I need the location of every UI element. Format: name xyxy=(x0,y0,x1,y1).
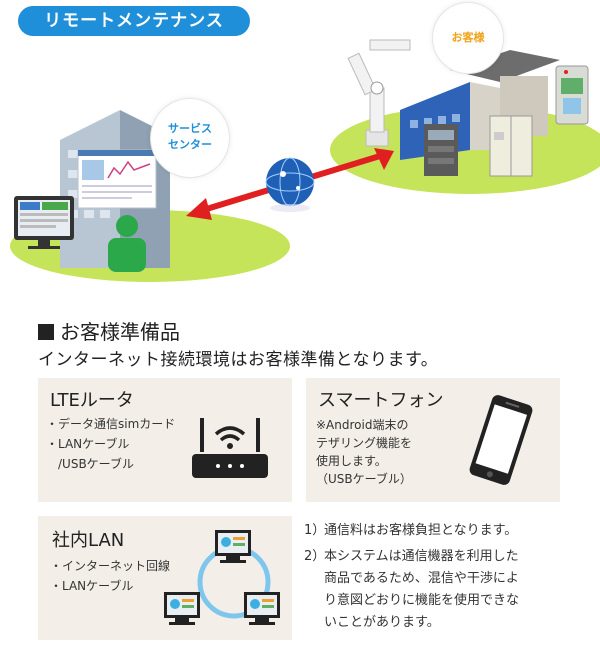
electrical-panel-icon xyxy=(489,115,533,177)
pc-icon xyxy=(215,530,251,563)
note-item: 2） 本システムは通信機器を利用した 商品であるため、混信や干渉によ り意図どお… xyxy=(304,546,596,634)
remote-maintenance-illustration: サービス センター お客様 xyxy=(0,0,600,300)
list-item: ※Android端末の xyxy=(316,418,409,432)
note-line: 本システムは通信機器を利用した xyxy=(324,549,519,564)
lan-title: 社内LAN xyxy=(52,530,125,551)
note-line: 通信料はお客様負担となります。 xyxy=(324,523,518,538)
control-cabinet-icon xyxy=(424,124,458,176)
customer-label: お客様 xyxy=(451,31,485,44)
teach-pendant-icon xyxy=(555,65,589,125)
globe-icon xyxy=(265,157,315,212)
list-item: テザリング機能を xyxy=(316,436,413,450)
monitor-icon xyxy=(14,196,74,249)
notes: 1） 通信料はお客様負担となります。 2） 本システムは通信機器を利用した 商品… xyxy=(304,520,596,634)
lte-router-items: ・データ通信simカード ・LANケーブル /USBケーブル xyxy=(46,414,175,474)
list-item: ・インターネット回線 xyxy=(50,559,171,573)
lte-router-title: LTEルータ xyxy=(50,390,134,411)
smartphone-icon xyxy=(469,395,533,485)
smartphone-items: ※Android端末の テザリング機能を 使用します。 （USBケーブル） xyxy=(316,416,412,488)
note-line: 商品であるため、混信や干渉によ xyxy=(324,571,519,586)
list-item: （USBケーブル） xyxy=(316,472,412,486)
smartphone-title: スマートフォン xyxy=(318,390,444,411)
service-center-bubble: サービス センター xyxy=(150,98,230,178)
section-subtitle: インターネット接続環境はお客様準備となります。 xyxy=(38,350,439,370)
pc-icon xyxy=(164,592,200,625)
square-bullet-icon xyxy=(38,324,54,340)
lan-box: 社内LAN ・インターネット回線 ・LANケーブル xyxy=(38,516,292,640)
list-item: /USBケーブル xyxy=(46,457,134,471)
note-line: り意図どおりに機能を使用できな xyxy=(324,593,520,608)
lte-router-box: LTEルータ ・データ通信simカード ・LANケーブル /USBケーブル xyxy=(38,378,292,502)
smartphone-box: スマートフォン ※Android端末の テザリング機能を 使用します。 （USB… xyxy=(306,378,560,502)
lan-items: ・インターネット回線 ・LANケーブル xyxy=(50,556,170,596)
customer-bubble: お客様 xyxy=(432,2,504,74)
dashboard-window-icon xyxy=(77,149,157,209)
pc-icon xyxy=(244,592,280,625)
lan-network-icon xyxy=(164,530,280,625)
service-center-label: サービス センター xyxy=(168,122,212,151)
section-title-text: お客様準備品 xyxy=(60,320,180,344)
robot-arm-icon xyxy=(347,39,411,147)
note-number: 1） xyxy=(304,523,326,538)
list-item: 使用します。 xyxy=(316,454,387,468)
list-item: ・データ通信simカード xyxy=(46,417,176,431)
note-line: いことがあります。 xyxy=(324,615,440,630)
section-title: お客様準備品 xyxy=(38,316,180,345)
note-number: 2） xyxy=(304,549,326,564)
wifi-router-icon xyxy=(192,418,268,478)
note-item: 1） 通信料はお客様負担となります。 xyxy=(304,520,596,542)
operator-person-icon xyxy=(108,215,146,272)
list-item: ・LANケーブル xyxy=(50,579,134,593)
list-item: ・LANケーブル xyxy=(46,437,130,451)
header-title: リモートメンテナンス xyxy=(18,6,250,36)
